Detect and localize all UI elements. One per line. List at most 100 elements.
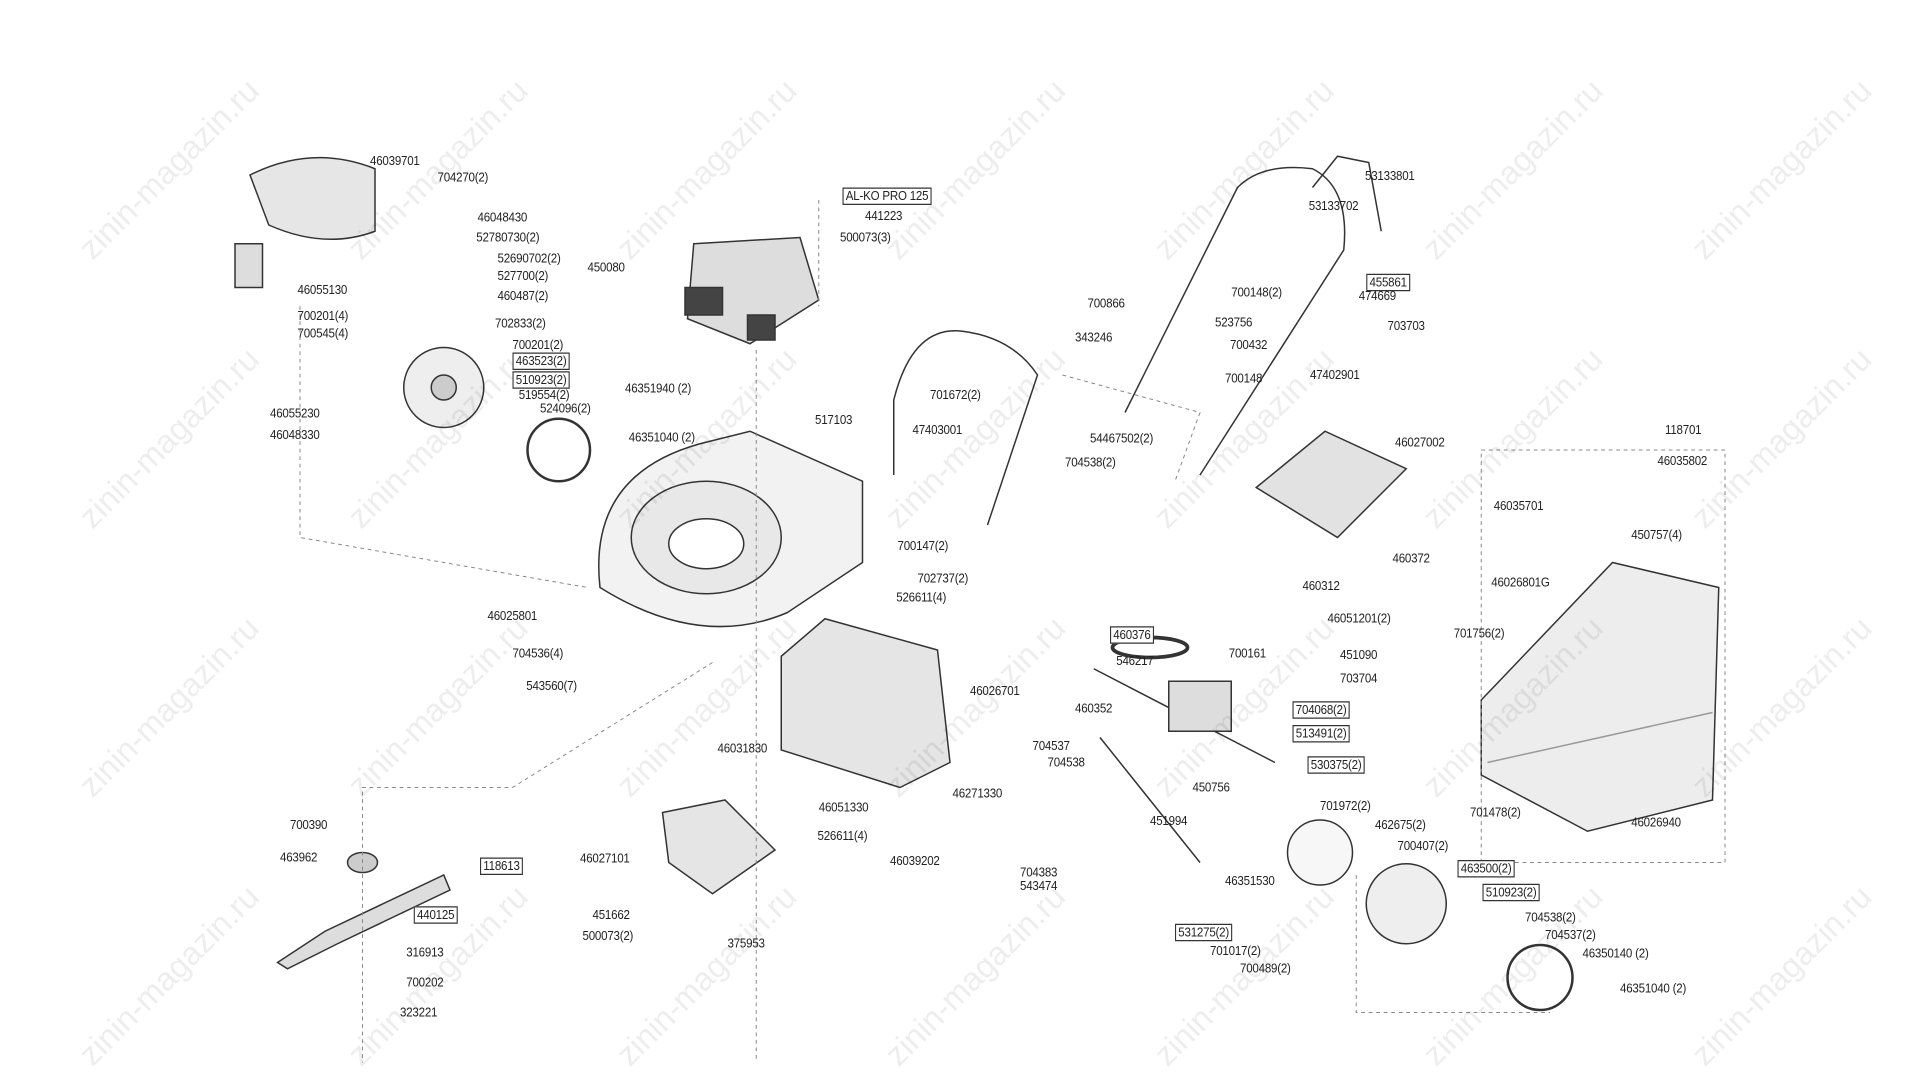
part-number-label[interactable]: 46027101 [580,851,630,867]
part-number-label[interactable]: 701672(2) [930,387,981,403]
part-number-label[interactable]: 54467502(2) [1090,431,1154,447]
part-number-label[interactable]: 460487(2) [497,288,549,304]
part-number-label[interactable]: 703704 [1340,671,1378,687]
part-number-label[interactable]: 526611(4) [817,828,868,844]
part-number-label[interactable]: 543560(7) [526,678,577,694]
part-number-label[interactable]: 343246 [1075,330,1113,345]
part-number-label[interactable]: 46027002 [1395,435,1445,450]
part-number-label[interactable]: 700161 [1228,646,1266,662]
part-number-label[interactable]: 47403001 [912,422,963,438]
part-number-label[interactable]: 450080 [587,260,625,275]
part-number-label[interactable]: 704383 [1020,865,1058,880]
part-number-label[interactable]: 46048430 [477,210,528,225]
part-number-label[interactable]: 704536(4) [512,646,564,662]
part-number-label[interactable]: 700390 [290,817,328,833]
part-number-label[interactable]: 451662 [592,907,630,923]
part-number-label[interactable]: 463500(2) [1457,860,1515,878]
part-number-label[interactable]: 460372 [1392,551,1430,567]
engine-model-label[interactable]: AL-KO PRO 125 [842,187,932,205]
part-number-label[interactable]: 700201(2) [512,337,564,353]
part-number-label[interactable]: 46026701 [970,683,1020,699]
part-number-label[interactable]: 46035701 [1493,498,1544,514]
part-number-label[interactable]: 52780730(2) [476,230,540,245]
part-number-label[interactable]: 519554(2) [518,387,570,403]
part-number-label[interactable]: 46351040 (2) [1620,981,1687,997]
part-number-label[interactable]: 701756(2) [1453,626,1505,642]
part-number-label[interactable]: 450757(4) [1631,527,1682,543]
part-number-label[interactable]: 543474 [1020,878,1058,894]
part-number-label[interactable]: 52690702(2) [497,251,561,267]
part-number-label[interactable]: 704538(2) [1525,910,1576,925]
part-number-label[interactable]: 701972(2) [1320,798,1371,814]
part-number-label[interactable]: 700489(2) [1240,961,1291,977]
part-number-label[interactable]: 517103 [815,412,853,428]
part-number-label[interactable]: 700147(2) [897,538,949,554]
part-number-label[interactable]: 460312 [1302,578,1340,594]
part-number-label[interactable]: 462675(2) [1375,817,1426,833]
part-number-label[interactable]: 700866 [1087,296,1125,312]
part-number-label[interactable]: 440125 [413,906,458,924]
part-number-label[interactable]: 700432 [1230,337,1268,353]
part-number-label[interactable]: 510923(2) [1482,883,1540,902]
engine-part-label[interactable]: 441223 [865,208,903,224]
part-number-label[interactable]: 46031830 [717,741,768,757]
part-number-label[interactable]: 527700(2) [497,268,549,284]
part-number-label[interactable]: 46035802 [1657,453,1708,469]
part-number-label[interactable]: 46271330 [952,786,1003,802]
part-number-label[interactable]: 316913 [406,945,444,960]
part-number-label[interactable]: 510923(2) [512,371,570,389]
part-number-label[interactable]: 46051201(2) [1327,611,1391,627]
part-number-label[interactable]: 700148 [1225,371,1263,387]
part-number-label[interactable]: 460376 [1110,626,1154,644]
part-number-label[interactable]: 46026801G [1491,575,1550,590]
part-number-label[interactable]: 546217 [1116,653,1154,669]
part-number-label[interactable]: 701017(2) [1210,943,1261,959]
part-number-label[interactable]: 704537(2) [1545,927,1596,943]
part-number-label[interactable]: 46048330 [270,427,320,443]
part-number-label[interactable]: 450756 [1192,780,1230,795]
part-number-label[interactable]: 704538(2) [1065,455,1116,470]
part-number-label[interactable]: 526611(4) [896,590,947,605]
part-number-label[interactable]: 46051330 [818,800,869,815]
part-number-label[interactable]: 704538 [1047,755,1085,770]
part-number-label[interactable]: 375953 [727,936,765,952]
part-number-label[interactable]: 704537 [1032,738,1070,754]
part-number-label[interactable]: 701478(2) [1470,805,1521,820]
part-number-label[interactable]: 700148(2) [1231,285,1282,300]
part-number-label[interactable]: 47402901 [1310,367,1360,383]
part-number-label[interactable]: 46026940 [1631,815,1681,830]
part-number-label[interactable]: 523756 [1215,315,1253,330]
part-number-label[interactable]: 460352 [1075,701,1113,717]
part-number-label[interactable]: 46039701 [370,153,420,169]
part-number-label[interactable]: 700202 [406,975,444,990]
part-number-label[interactable]: 53133801 [1365,168,1415,184]
part-number-label[interactable]: 500073(3) [840,230,891,245]
part-number-label[interactable]: 46351940 (2) [625,381,692,397]
part-number-label[interactable]: 46351530 [1225,873,1275,889]
part-number-label[interactable]: 524096(2) [540,401,591,417]
part-number-label[interactable]: 500073(2) [582,928,634,944]
part-number-label[interactable]: 455861 [1366,273,1411,292]
part-number-label[interactable]: 700407(2) [1397,838,1449,854]
part-number-label[interactable]: 451994 [1150,813,1188,829]
part-number-label[interactable]: 46055130 [297,282,348,298]
part-number-label[interactable]: 704068(2) [1292,701,1350,719]
part-number-label[interactable]: 53133702 [1308,198,1359,214]
part-number-label[interactable]: 323221 [400,1005,438,1020]
part-number-label[interactable]: 702737(2) [917,571,969,587]
part-number-label[interactable]: 46351040 (2) [628,430,695,445]
part-number-label[interactable]: 46039202 [890,853,940,869]
part-number-label[interactable]: 46055230 [270,406,320,422]
part-number-label[interactable]: 530375(2) [1307,756,1365,774]
part-number-label[interactable]: 704270(2) [437,170,489,185]
part-number-label[interactable]: 703703 [1387,318,1425,334]
part-number-label[interactable]: 118701 [1665,422,1702,438]
part-number-label[interactable]: 700201(4) [297,308,349,324]
part-number-label[interactable]: 531275(2) [1175,923,1233,942]
part-number-label[interactable]: 451090 [1340,647,1378,663]
part-number-label[interactable]: 46350140 (2) [1582,946,1649,962]
part-number-label[interactable]: 463523(2) [512,352,570,370]
part-number-label[interactable]: 513491(2) [1292,725,1350,743]
part-number-label[interactable]: 700545(4) [297,326,349,342]
part-number-label[interactable]: 118613 [480,857,523,875]
